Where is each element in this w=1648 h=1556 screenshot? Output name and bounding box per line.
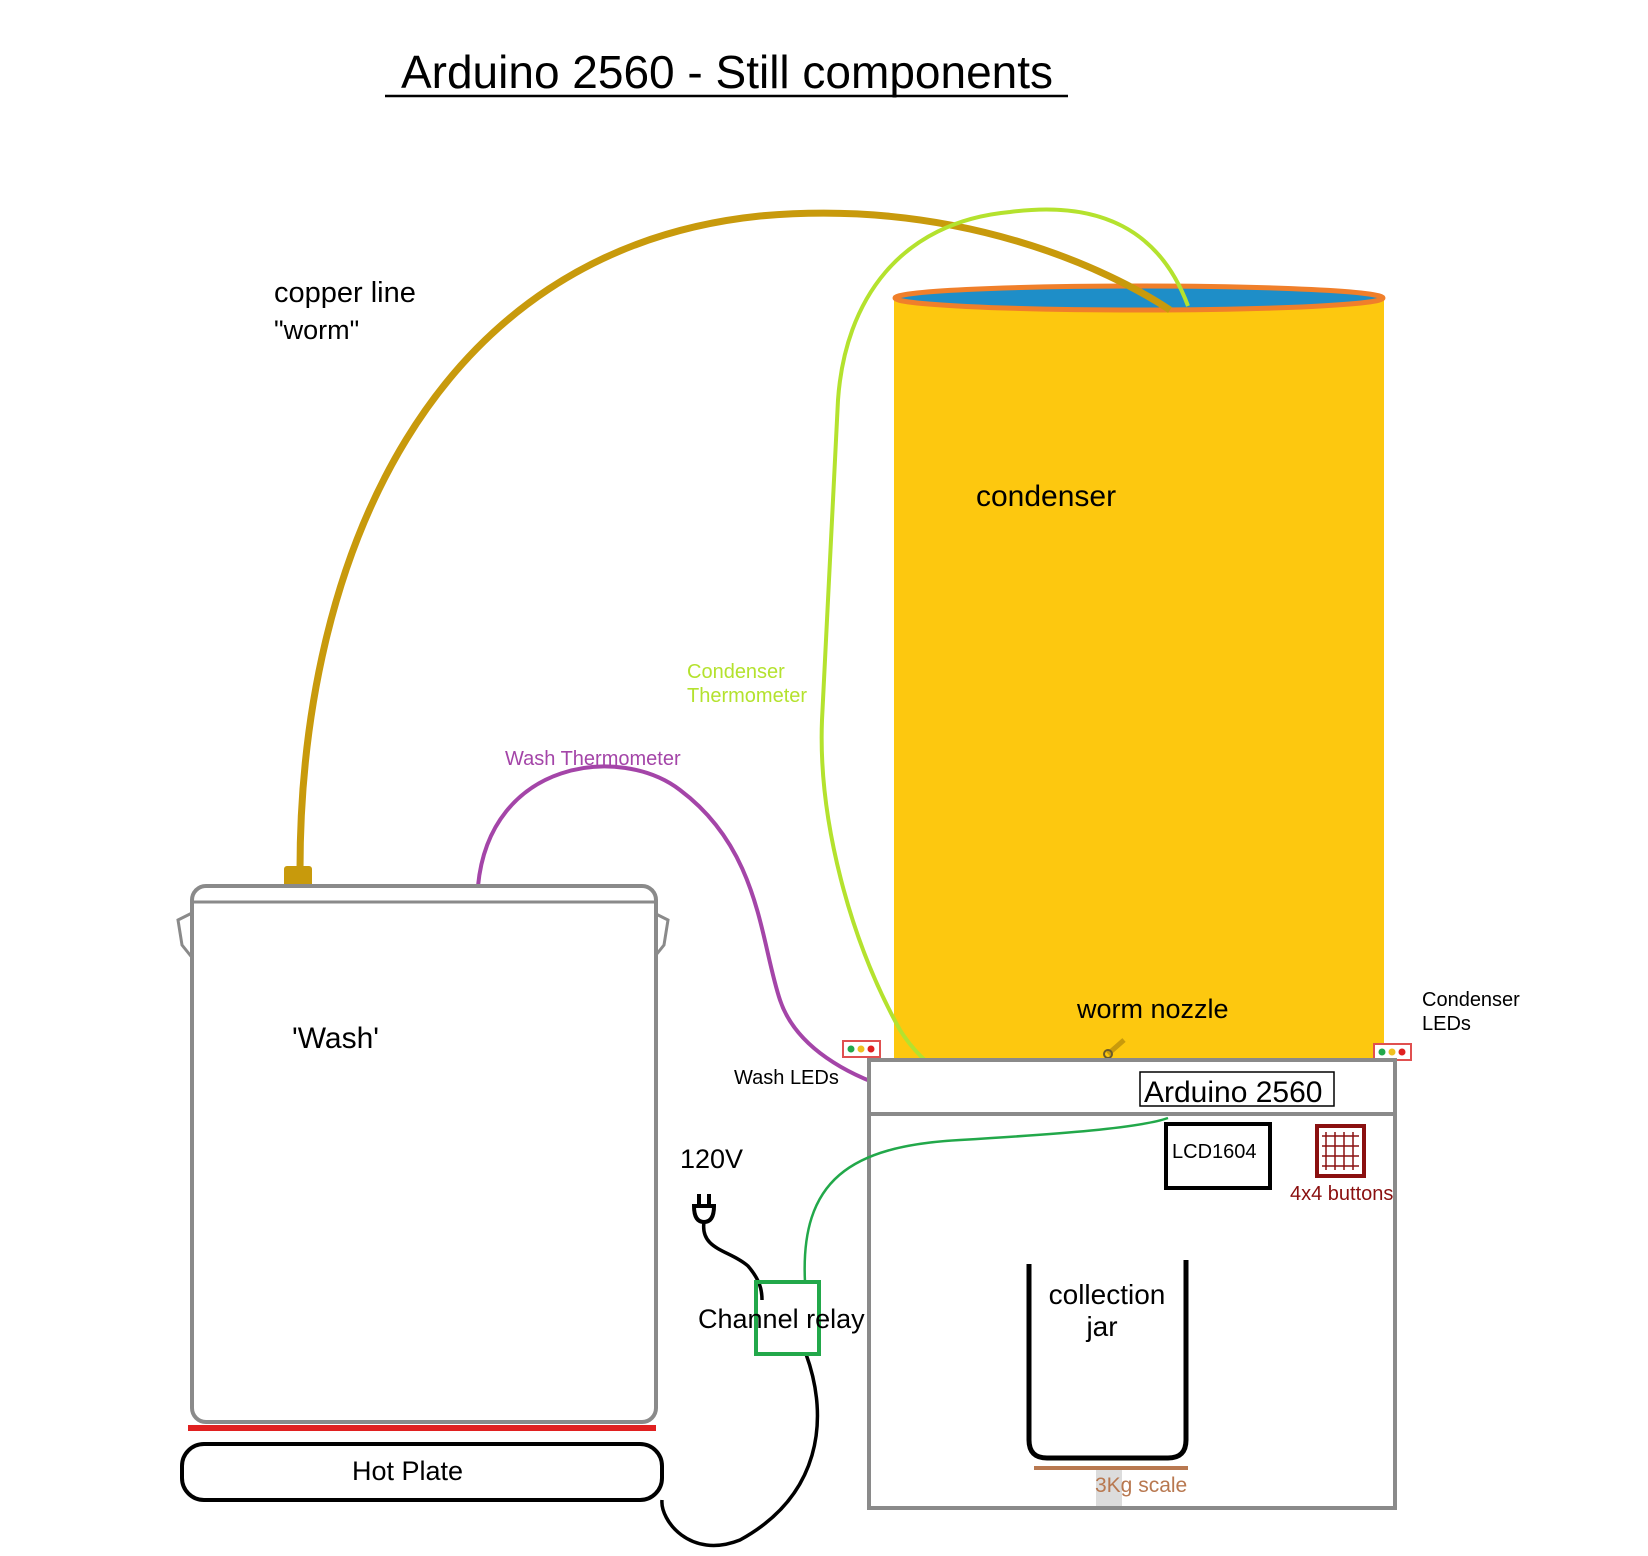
scale-label: 3Kg scale <box>1095 1474 1187 1497</box>
scale-stand <box>1096 1470 1122 1506</box>
hot-plate <box>180 1442 664 1502</box>
condenser-label: condenser <box>976 480 1116 513</box>
wash-pot-handle-left <box>176 910 196 961</box>
condenser-thermometer-label-line1: Condenser <box>687 661 785 683</box>
channel-relay <box>754 1280 821 1356</box>
channel-relay-label: Channel relay <box>698 1304 865 1334</box>
copper-line-label: copper line <box>274 277 416 309</box>
relay-control-wire <box>803 1116 1169 1283</box>
voltage-label: 120V <box>680 1144 743 1174</box>
condenser-water-top <box>892 283 1386 313</box>
wash-leds-label: Wash LEDs <box>734 1067 839 1089</box>
condenser-leds <box>1373 1043 1412 1061</box>
condenser-tank <box>894 298 1384 1060</box>
condenser-leds-label-line1: Condenser <box>1422 989 1520 1011</box>
copper-line-worm <box>296 209 1172 871</box>
wash-label: 'Wash' <box>292 1022 379 1055</box>
collection-jar <box>1026 1260 1189 1461</box>
worm-nozzle-label: worm nozzle <box>1076 994 1229 1024</box>
keypad-label: 4x4 buttons <box>1290 1183 1393 1205</box>
lcd-label: LCD1604 <box>1172 1141 1257 1163</box>
arduino-label: Arduino 2560 <box>1144 1076 1322 1109</box>
power-cord <box>702 1221 764 1301</box>
hot-plate-cord <box>660 1353 820 1548</box>
hot-plate-label: Hot Plate <box>352 1456 463 1486</box>
copper-line-worm-label: "worm" <box>274 315 359 345</box>
condenser-leds-label-line2: LEDs <box>1422 1013 1471 1035</box>
copper-line-fitting <box>284 866 312 888</box>
keypad-4x4 <box>1315 1124 1366 1178</box>
wash-thermometer-label: Wash Thermometer <box>505 748 681 770</box>
wash-pot <box>190 884 658 1424</box>
condenser-thermometer-label-line2: Thermometer <box>687 685 807 707</box>
arduino-label-box <box>1139 1071 1335 1107</box>
collection-jar-label-line1: collection <box>1049 1279 1166 1310</box>
wash-leds <box>842 1040 881 1058</box>
lcd-display <box>1164 1122 1272 1190</box>
collection-jar-label-line2: jar <box>1085 1311 1117 1342</box>
diagram-title: Arduino 2560 - Still components <box>401 46 1053 98</box>
power-plug-icon <box>691 1194 717 1225</box>
arduino-enclosure <box>867 1058 1397 1510</box>
